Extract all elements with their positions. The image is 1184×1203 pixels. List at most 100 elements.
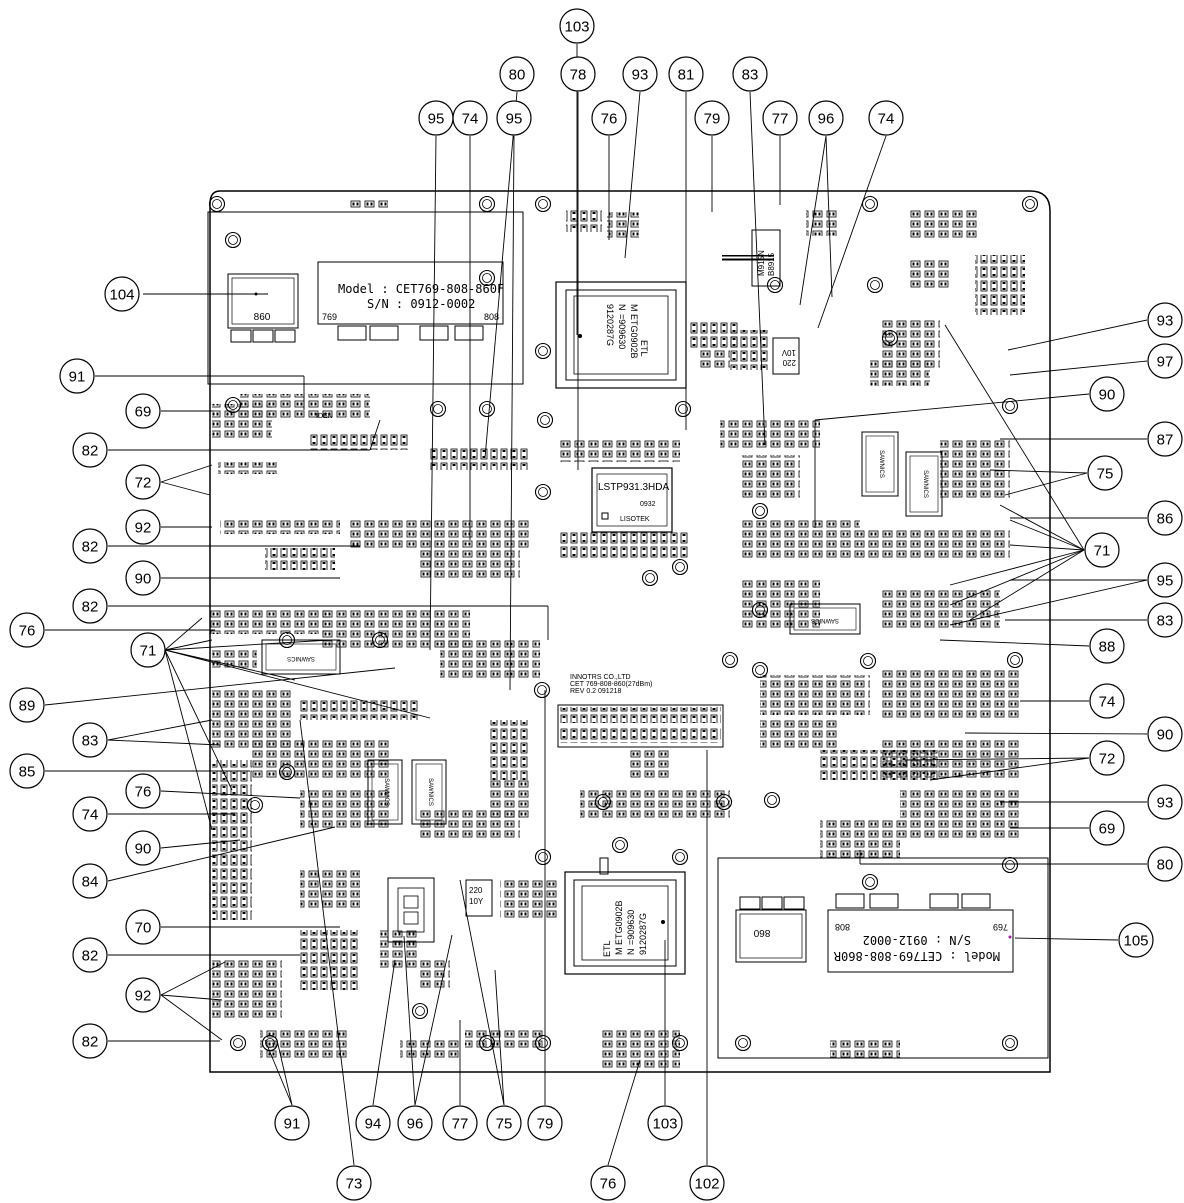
callout-number: 82	[82, 443, 99, 460]
leader-line	[484, 91, 518, 459]
cap-bottom-line1: 220	[469, 886, 483, 895]
mounting-hole	[534, 342, 552, 360]
saw-brand-text: SAWNICS	[811, 617, 839, 623]
leader-line	[989, 469, 1088, 474]
callout-number: 96	[407, 1116, 424, 1133]
mounting-hole	[751, 502, 769, 520]
mounting-hole	[1001, 1034, 1019, 1052]
smd-cluster	[465, 1030, 545, 1050]
callout-number: 102	[694, 1176, 719, 1193]
leader-line	[969, 549, 1085, 621]
ic-label-1: M915N	[757, 250, 766, 276]
callout-circle	[72, 528, 108, 564]
mounting-hole	[429, 400, 447, 418]
callout-number: 70	[135, 920, 152, 937]
callout-number: 76	[600, 1176, 617, 1193]
callout-number: 79	[704, 111, 721, 128]
callout-c74r: 74	[868, 100, 904, 136]
top-label: 860 Model : CET769-808-860F S/N : 0912-0…	[227, 261, 504, 343]
bottom-filter-brand: ETL	[602, 940, 612, 957]
callout-c86: 86	[1147, 500, 1183, 536]
callout-circle	[1147, 784, 1183, 820]
bottom-filter-line2: ETG0902B	[614, 900, 624, 945]
smd-cluster	[900, 790, 1020, 840]
leader-line	[160, 994, 223, 1001]
leader-line	[814, 393, 1090, 421]
callout-number: 71	[1094, 543, 1111, 560]
callout-circle	[1147, 343, 1183, 379]
leader-line	[607, 1059, 641, 1166]
saw-filter: SAWNICS	[905, 451, 943, 517]
smd-cluster	[310, 432, 408, 450]
bottom-filter-line5: 9120287G	[638, 913, 648, 955]
smd-cluster	[870, 358, 930, 386]
cap-top-line1: 220	[782, 358, 796, 367]
callout-number: 89	[19, 698, 36, 715]
smd-cluster	[760, 675, 870, 715]
smd-cluster	[240, 394, 370, 418]
callout-circle	[496, 100, 532, 136]
callout-circle	[1147, 846, 1183, 882]
leader-line	[825, 135, 833, 298]
header-connector	[557, 704, 724, 748]
leader-line	[44, 667, 396, 706]
callout-c96t: 96	[808, 100, 844, 136]
smd-cluster	[760, 720, 840, 750]
leader-line	[949, 549, 1085, 586]
callout-c79b: 79	[527, 1105, 563, 1141]
top-filter-line2: ETG0902B	[629, 314, 639, 359]
smd-cluster	[300, 870, 360, 910]
smd-cluster	[250, 740, 390, 780]
callout-c83t: 83	[732, 56, 768, 92]
mounting-hole	[478, 269, 496, 287]
lstp-maker: LISOTEK	[620, 516, 650, 523]
saw-brand-text: SAWNICS	[878, 450, 884, 478]
callout-circle	[442, 1105, 478, 1141]
leader-line	[939, 639, 1090, 647]
leader-line	[164, 617, 203, 651]
callout-c82e: 82	[72, 1023, 108, 1059]
leader-line	[1014, 937, 1119, 941]
top-filter: ETL M ETG0902B N =909630 9120287G	[555, 281, 687, 389]
pcb-silkscreen-text: INNOTRS CO.,LTD CET 769-808-860(27dBm) R…	[316, 413, 652, 695]
iden-text: IDEN	[316, 413, 333, 420]
callout-c93r2: 93	[1147, 784, 1183, 820]
mounting-hole	[721, 651, 739, 669]
callout-c89: 89	[9, 687, 45, 723]
leader-line	[1009, 544, 1085, 551]
smd-cluster	[265, 548, 335, 570]
smd-cluster	[300, 700, 420, 720]
cap-bottom-line2: 10Y	[469, 897, 484, 906]
mounting-hole	[1021, 195, 1039, 213]
callout-c76b: 76	[590, 1165, 626, 1201]
callout-number: 92	[135, 988, 152, 1005]
callout-c91b: 91	[274, 1105, 310, 1141]
bottom-label-left-code: 769	[993, 922, 1008, 932]
smd-cluster	[910, 260, 950, 288]
callout-c82d: 82	[72, 937, 108, 973]
callout-c92l: 92	[125, 509, 161, 545]
callout-c85: 85	[9, 753, 45, 789]
mounting-hole	[671, 558, 689, 576]
callout-circle	[1089, 740, 1125, 776]
callout-c90r: 90	[1089, 376, 1125, 412]
smd-cluster	[566, 208, 602, 232]
leader-line	[929, 757, 1090, 781]
callout-number: 79	[537, 1116, 554, 1133]
callout-circle	[72, 588, 108, 624]
callout-number: 76	[19, 623, 36, 640]
callout-circle	[72, 722, 108, 758]
pcb-text-line3: REV 0.2 091218	[570, 688, 621, 695]
leader-line	[164, 649, 431, 719]
leader-line	[164, 639, 331, 651]
leader-line	[414, 934, 453, 1106]
callout-number: 83	[1157, 613, 1174, 630]
leader-line	[372, 959, 396, 1106]
callout-number: 80	[1157, 857, 1174, 874]
bottom-label-serial: S/N : 0912-0002	[863, 933, 971, 947]
smd-cluster	[880, 590, 1000, 630]
callout-number: 96	[818, 111, 835, 128]
callout-c81t: 81	[668, 56, 704, 92]
smd-cluster	[350, 200, 388, 210]
callout-number: 73	[346, 1176, 363, 1193]
